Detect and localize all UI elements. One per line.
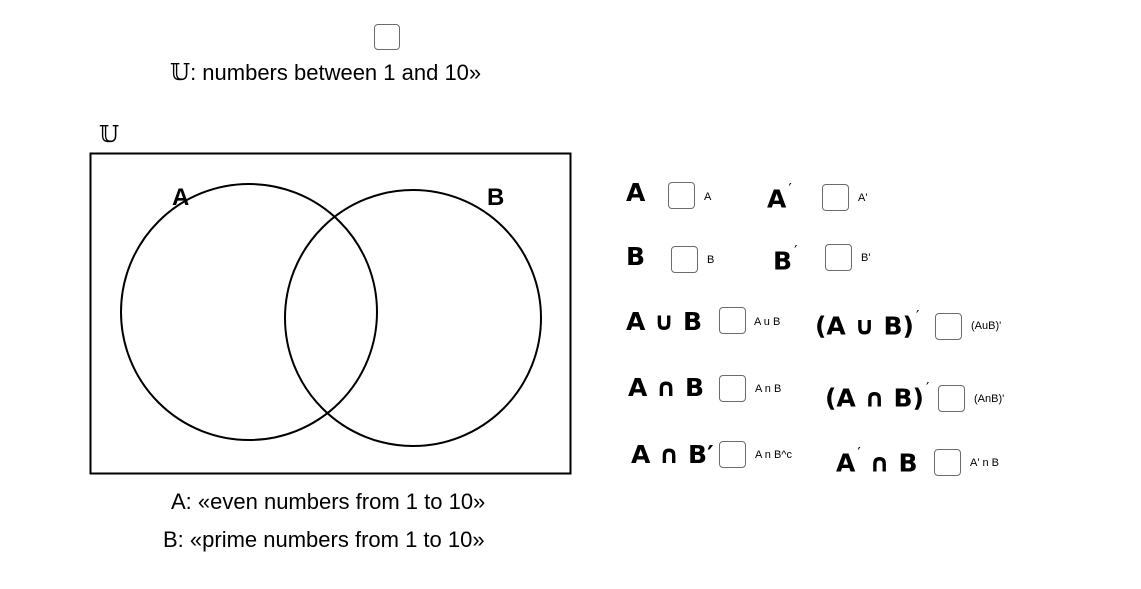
universe-symbol: 𝕌: [170, 60, 191, 86]
expr-a-intersect-b-complement-answer: (AnB)': [974, 393, 1005, 405]
expr-a-union-b-label: A ∪ B: [626, 307, 703, 336]
universe-definition-text: : numbers between 1 and 10»: [190, 60, 482, 85]
expr-a-complement-label: A′: [767, 180, 792, 214]
set-a-label: A: [172, 184, 190, 211]
expr-a-prime-intersect-b-checkbox[interactable]: [934, 449, 961, 476]
expr-b-complement-label: B′: [773, 242, 798, 276]
expr-a-intersect-b-prime-label: A ∩ B′: [631, 440, 714, 469]
expr-a-intersect-b-prime-answer: A n B^c: [755, 449, 792, 461]
expr-a-union-b-answer: A u B: [754, 316, 781, 328]
set-a-circle: [120, 183, 378, 441]
expr-a-answer: A: [704, 191, 712, 203]
expr-a-complement-checkbox[interactable]: [822, 184, 849, 211]
expr-a-intersect-b-complement-checkbox[interactable]: [938, 385, 965, 412]
expr-a-intersect-b-answer: A n B: [755, 383, 782, 395]
universe-definition: 𝕌: numbers between 1 and 10»: [170, 60, 481, 86]
venn-diagram: [89, 152, 572, 475]
expr-a-checkbox[interactable]: [668, 182, 695, 209]
expr-b-complement-answer: B': [861, 252, 871, 264]
expr-a-union-b-complement-label: (A ∪ B)′: [815, 307, 920, 341]
expr-a-intersect-b-label: A ∩ B: [628, 373, 705, 402]
set-b-label: B: [487, 184, 505, 211]
diagram-universe-symbol: 𝕌: [99, 122, 120, 148]
expr-b-answer: B: [707, 254, 715, 266]
expr-b-complement-checkbox[interactable]: [825, 244, 852, 271]
expr-a-prime-intersect-b-answer: A' n B: [970, 457, 1000, 469]
expr-a-intersect-b-prime-checkbox[interactable]: [719, 441, 746, 468]
universe-rectangle: [89, 152, 572, 475]
expr-a-complement-answer: A': [858, 192, 868, 204]
expr-a-intersect-b-checkbox[interactable]: [719, 375, 746, 402]
expr-b-checkbox[interactable]: [671, 246, 698, 273]
set-b-circle: [284, 189, 542, 447]
set-b-caption: B: «prime numbers from 1 to 10»: [163, 527, 485, 552]
set-a-caption: A: «even numbers from 1 to 10»: [171, 489, 486, 514]
expr-a-union-b-checkbox[interactable]: [719, 307, 746, 334]
universe-checkbox[interactable]: [374, 24, 400, 50]
expr-a-label: A: [626, 178, 646, 207]
expr-a-union-b-complement-checkbox[interactable]: [935, 313, 962, 340]
expr-a-union-b-complement-answer: (AuB)': [971, 320, 1002, 332]
expr-a-prime-intersect-b-label: A′ ∩ B: [836, 444, 918, 478]
expr-a-intersect-b-complement-label: (A ∩ B)′: [825, 379, 930, 413]
expr-b-label: B: [626, 242, 646, 271]
